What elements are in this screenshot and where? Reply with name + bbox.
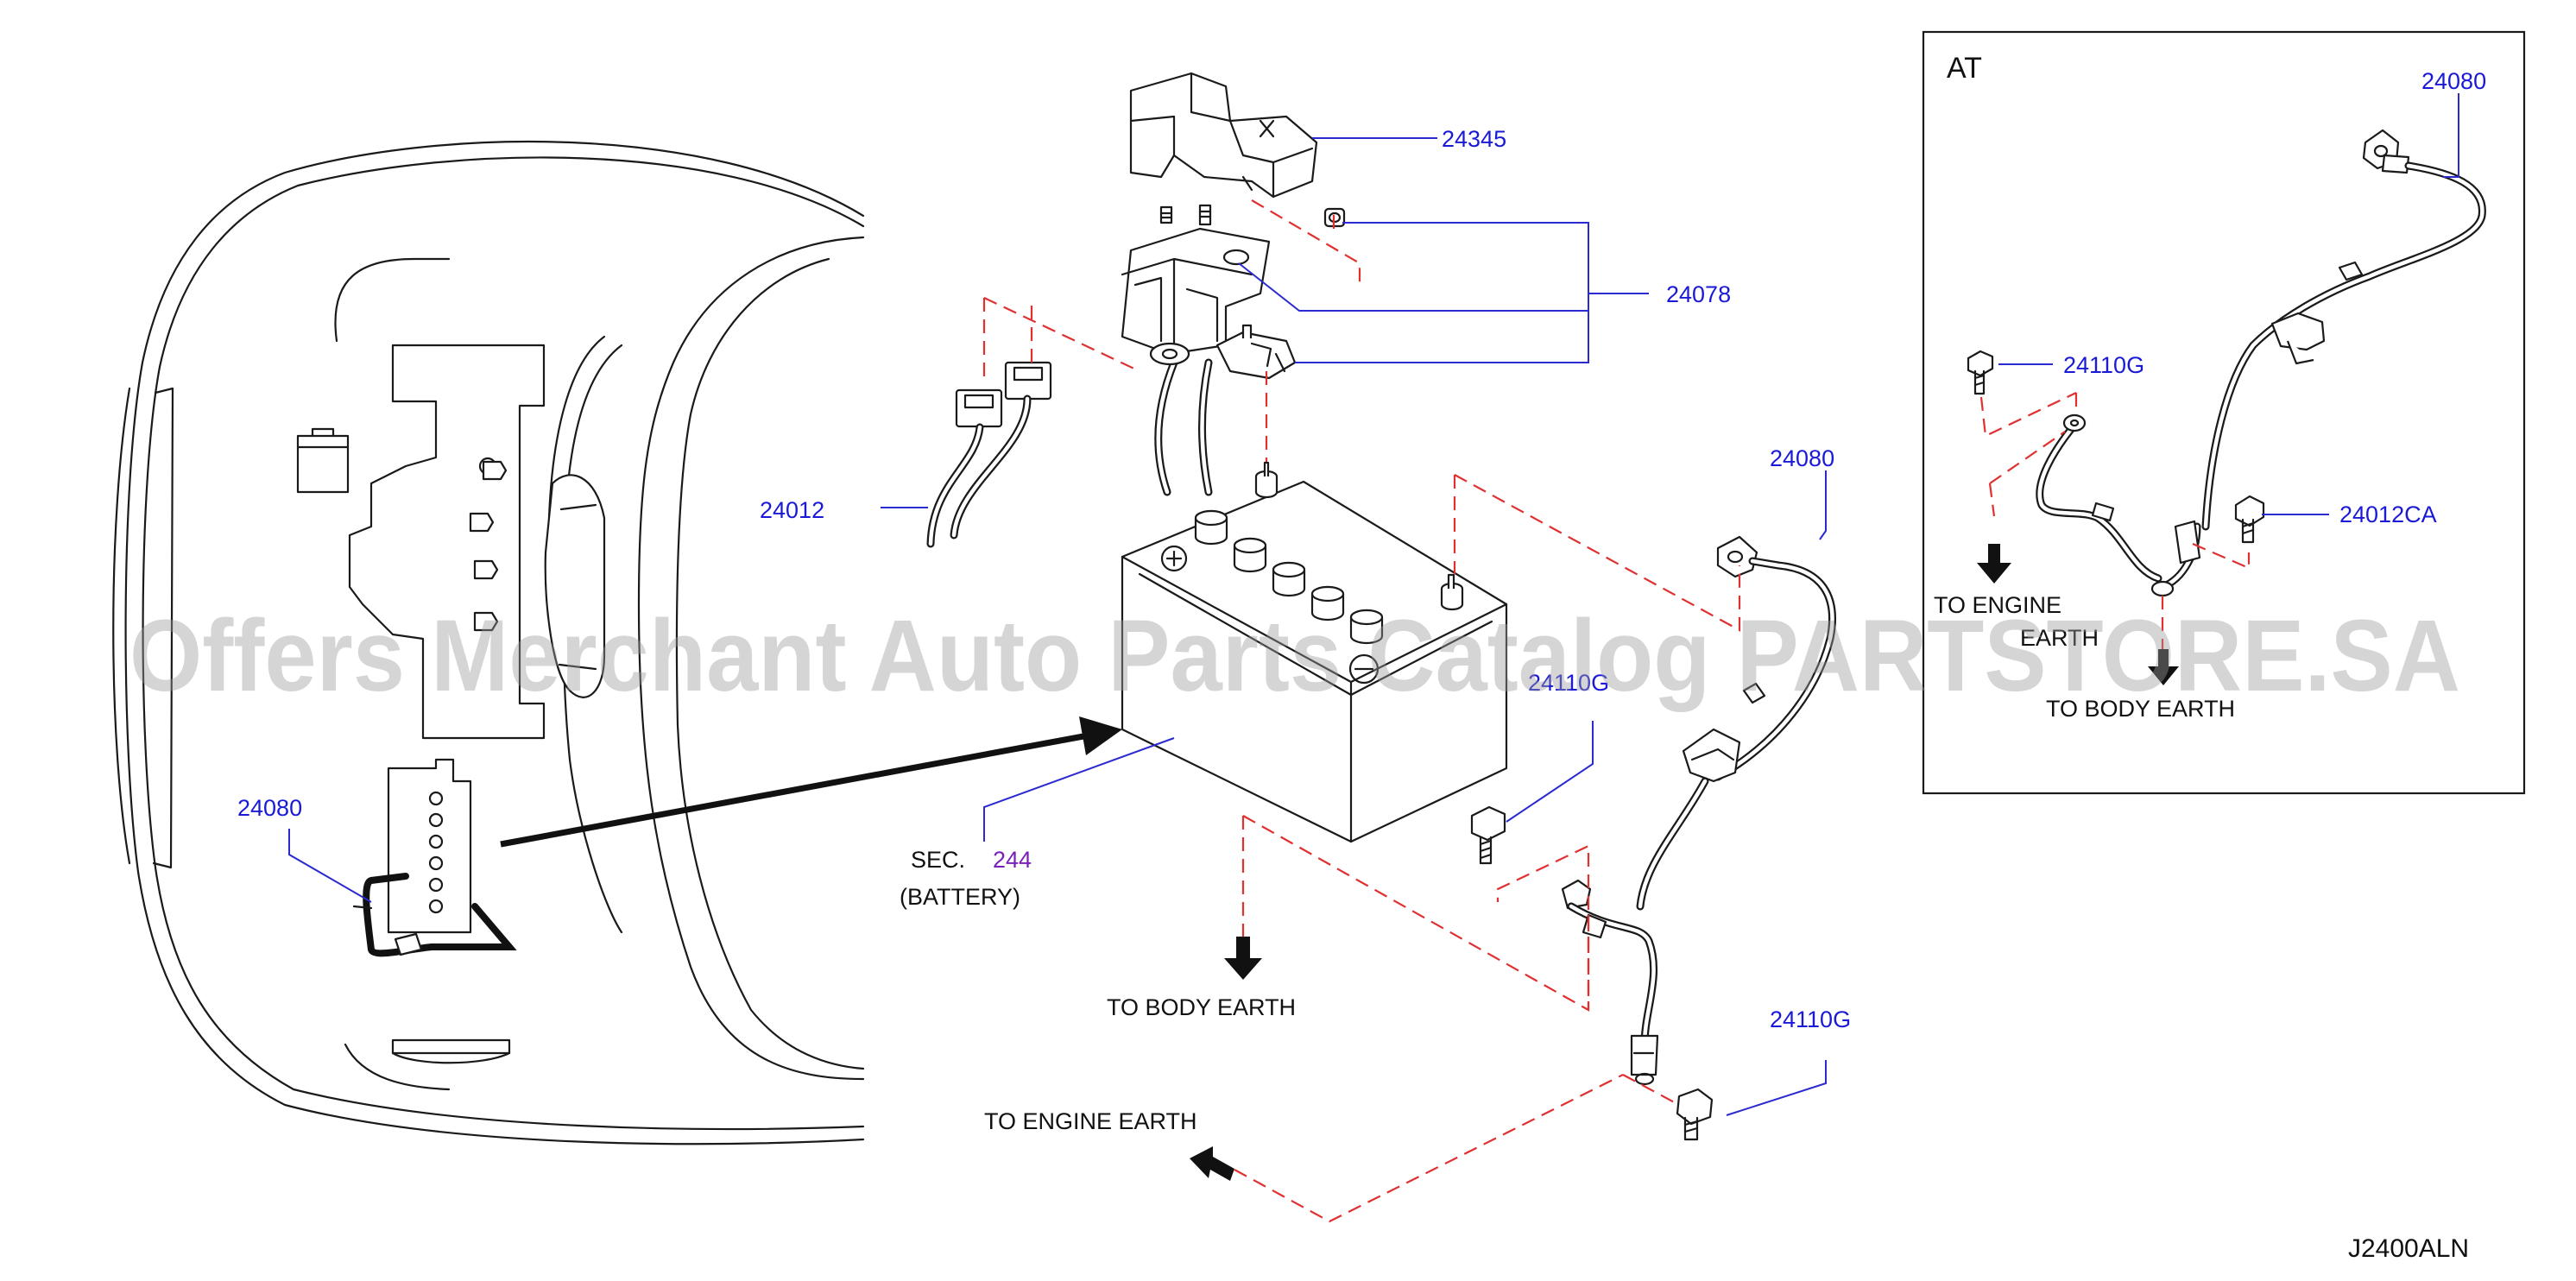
inset-cable bbox=[2036, 129, 2486, 597]
battery-caps bbox=[1194, 509, 1384, 645]
callout-24110g-upper: 24110G bbox=[1528, 670, 1609, 696]
inset-callout-24012ca: 24012CA bbox=[2339, 502, 2437, 527]
callout-24078: 24078 bbox=[1666, 281, 1731, 307]
inset-bolt bbox=[1967, 350, 1994, 395]
callout-24345: 24345 bbox=[1442, 126, 1506, 152]
battery-name: (BATTERY) bbox=[900, 884, 1020, 910]
battery bbox=[1121, 461, 1508, 843]
inset-guide-lines bbox=[1979, 392, 2251, 649]
to-engine-earth-label: TO ENGINE EARTH bbox=[984, 1108, 1197, 1134]
battery-tray-holes bbox=[428, 791, 444, 914]
sec-number-link[interactable]: 244 bbox=[993, 847, 1032, 873]
battery-reference: SEC. 244 (BATTERY) bbox=[900, 847, 1032, 910]
bolt-lower bbox=[1676, 1088, 1714, 1141]
callout-24110g-lower: 24110G bbox=[1770, 1006, 1851, 1032]
harness-connector bbox=[926, 361, 1052, 548]
inset-arrows bbox=[1977, 544, 2179, 685]
inset-engine-earth-line2: EARTH bbox=[2020, 625, 2099, 651]
direction-arrows bbox=[1190, 937, 1262, 1181]
diagram-code: J2400ALN bbox=[2348, 1234, 2469, 1263]
part-callouts: 24345 24078 24012 24080 24110G 24110G 24… bbox=[237, 126, 1851, 1032]
terminal-cover bbox=[1129, 72, 1318, 199]
inset-callout-24110g: 24110G bbox=[2063, 352, 2144, 378]
inset-engine-earth-line1: TO ENGINE bbox=[1934, 592, 2061, 618]
inset-at: AT bbox=[1922, 30, 2526, 795]
to-body-earth-label: TO BODY EARTH bbox=[1107, 994, 1296, 1020]
sec-prefix: SEC. bbox=[911, 847, 965, 873]
inset-body-earth-label: TO BODY EARTH bbox=[2046, 696, 2235, 722]
fuse-symbols bbox=[469, 460, 508, 632]
inset-title: AT bbox=[1947, 52, 1982, 85]
inset-callout-24080: 24080 bbox=[2421, 68, 2486, 94]
terminal-assembly bbox=[1121, 204, 1346, 496]
pointer-arrow bbox=[500, 716, 1122, 848]
callout-24080-car: 24080 bbox=[237, 795, 302, 821]
inset-harness-bolt bbox=[2234, 495, 2265, 544]
watermark: Offers Merchant Auto Parts Catalog PARTS… bbox=[129, 599, 2460, 713]
bolt-upper bbox=[1470, 805, 1506, 865]
vehicle-outline bbox=[112, 140, 865, 1145]
callout-24080: 24080 bbox=[1770, 445, 1834, 471]
inset-leaders bbox=[1998, 93, 2459, 515]
leader-lines bbox=[288, 137, 1827, 1116]
guide-lines bbox=[982, 199, 1741, 1223]
callout-24012: 24012 bbox=[760, 497, 824, 523]
